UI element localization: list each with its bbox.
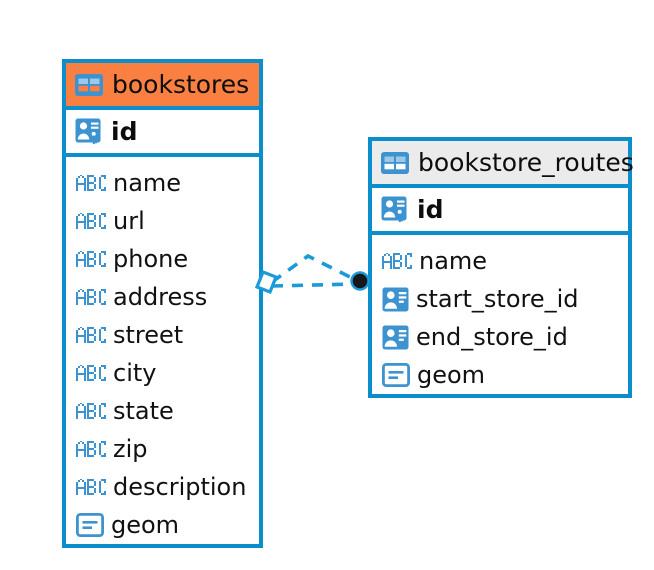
field-label: zip [113, 435, 148, 463]
field-row[interactable]: name [372, 242, 628, 280]
primary-key-icon [381, 196, 411, 223]
table-icon [75, 73, 103, 96]
field-label: description [113, 473, 247, 501]
field-row[interactable]: street [66, 316, 259, 354]
field-row[interactable]: address [66, 278, 259, 316]
field-label: geom [417, 361, 486, 389]
primary-key-row[interactable]: id [372, 188, 628, 235]
relationship-connector[interactable] [248, 240, 378, 320]
text-field-icon [382, 253, 412, 269]
field-list-bookstore-routes: name start_store_id [372, 235, 628, 394]
geometry-field-icon [381, 362, 411, 388]
field-row[interactable]: geom [66, 506, 259, 544]
field-row[interactable]: start_store_id [372, 280, 628, 318]
field-row[interactable]: description [66, 468, 259, 506]
entity-title: bookstore_routes [418, 148, 634, 177]
foreign-key-icon [382, 287, 409, 312]
field-label: url [113, 207, 145, 235]
entity-header-bookstore-routes[interactable]: bookstore_routes [372, 141, 634, 188]
primary-key-label: id [111, 117, 138, 146]
field-label: name [113, 169, 182, 197]
field-label: state [113, 397, 174, 425]
text-field-icon [76, 213, 106, 229]
geometry-field-icon [75, 512, 105, 538]
field-label: end_store_id [416, 323, 568, 351]
text-field-icon [76, 479, 106, 495]
field-label: address [113, 283, 208, 311]
field-row[interactable]: url [66, 202, 259, 240]
field-row[interactable]: end_store_id [372, 318, 628, 356]
field-row[interactable]: phone [66, 240, 259, 278]
primary-key-label: id [417, 195, 444, 224]
foreign-key-icon [382, 325, 409, 350]
field-row[interactable]: geom [372, 356, 628, 394]
entity-title: bookstores [112, 70, 250, 99]
text-field-icon [76, 403, 106, 419]
text-field-icon [76, 365, 106, 381]
relationship-line-upper [270, 253, 357, 284]
text-field-icon [76, 327, 106, 343]
entity-header-bookstores[interactable]: bookstores [66, 63, 259, 110]
primary-key-row[interactable]: id [66, 110, 259, 157]
field-row[interactable]: zip [66, 430, 259, 468]
field-label: geom [111, 511, 180, 539]
filled-circle-marker [350, 271, 370, 291]
entity-bookstore-routes[interactable]: bookstore_routes [368, 137, 634, 398]
entity-bookstores[interactable]: bookstores [62, 59, 263, 548]
relationship-line-lower [271, 282, 357, 288]
table-icon [381, 151, 409, 174]
diamond-marker [254, 269, 279, 295]
field-row[interactable]: name [66, 164, 259, 202]
field-list-bookstores: name [66, 157, 259, 544]
text-field-icon [76, 289, 106, 305]
field-row[interactable]: city [66, 354, 259, 392]
field-label: city [113, 359, 157, 387]
field-label: street [113, 321, 184, 349]
text-field-icon [76, 251, 106, 267]
field-label: name [419, 247, 488, 275]
field-row[interactable]: state [66, 392, 259, 430]
text-field-icon [76, 441, 106, 457]
field-label: phone [113, 245, 189, 273]
field-label: start_store_id [416, 285, 579, 313]
text-field-icon [76, 175, 106, 191]
primary-key-icon [75, 118, 105, 145]
